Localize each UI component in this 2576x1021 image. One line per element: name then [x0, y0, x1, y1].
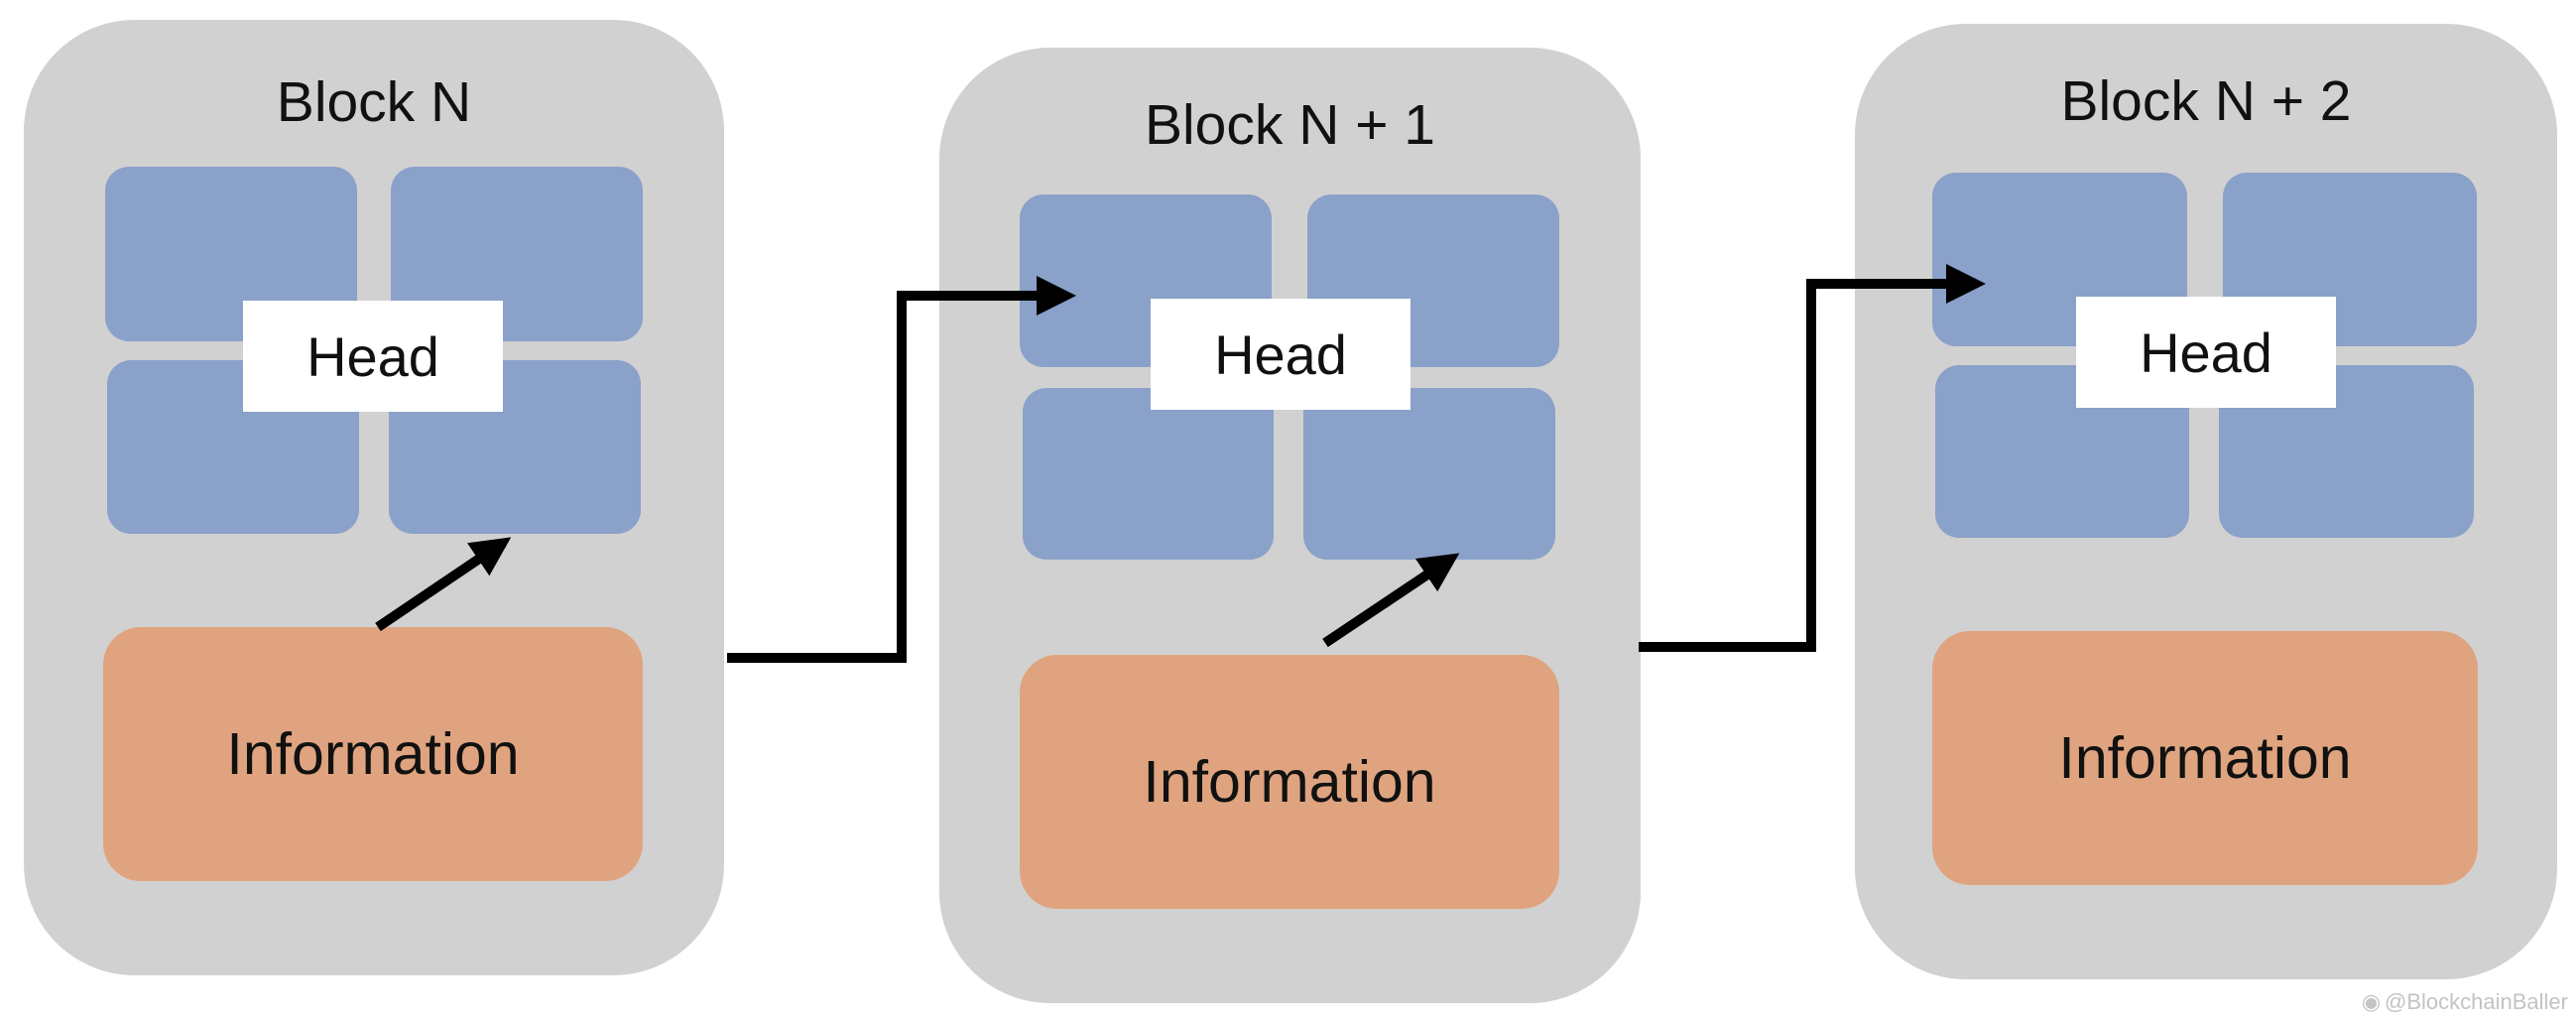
info-to-head-arrow-n: [375, 537, 512, 632]
watermark: ◉ @BlockchainBaller: [2362, 989, 2568, 1015]
head-cell-bottom-left: [1023, 388, 1274, 560]
link-arrow-n1-to-n2: [1639, 264, 1986, 652]
information-box: Information: [1932, 631, 2478, 885]
information-box: Information: [1020, 655, 1559, 909]
head-label: Head: [243, 301, 503, 412]
head-cell-bottom-right: [1303, 388, 1555, 560]
block-n-plus-1: Block N + 1 Head Information: [939, 48, 1641, 1003]
camera-icon: ◉: [2361, 989, 2382, 1014]
watermark-text: @BlockchainBaller: [2385, 989, 2568, 1014]
block-n-plus-2: Block N + 2 Head Information: [1855, 24, 2557, 979]
block-title: Block N + 2: [2060, 69, 2352, 133]
block-n: Block N Head Information: [24, 20, 724, 975]
head-label: Head: [1151, 299, 1411, 410]
information-box: Information: [103, 627, 643, 881]
link-arrow-n-to-n1: [727, 276, 1076, 663]
info-to-head-arrow-n1: [1322, 553, 1460, 648]
block-title: Block N: [276, 70, 472, 134]
block-title: Block N + 1: [1144, 93, 1436, 157]
head-label: Head: [2076, 297, 2336, 408]
